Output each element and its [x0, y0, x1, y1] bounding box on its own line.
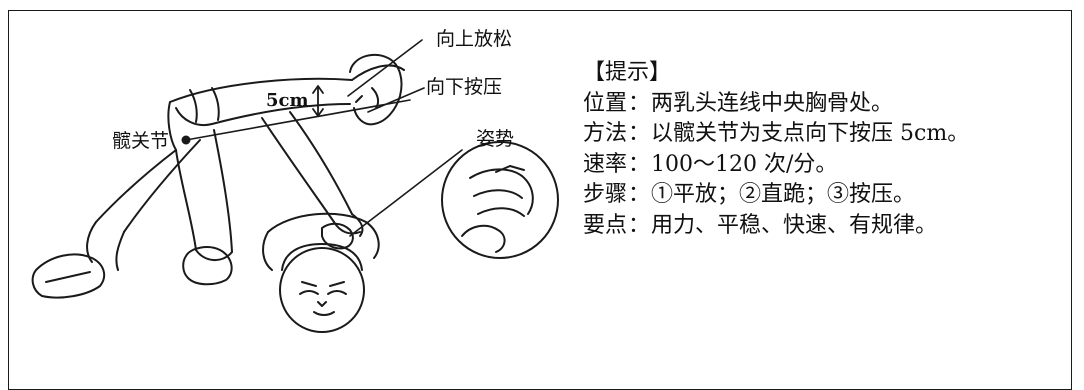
hip-leader: [185, 99, 411, 141]
hip-joint-label: 髋关节: [112, 130, 170, 152]
tips-row-rate: 速率：100～120 次/分。: [583, 150, 969, 181]
hand-posture-inset: [441, 141, 559, 259]
relax-up-label: 向上放松: [436, 28, 513, 50]
tips-heading: 【提示】: [583, 60, 672, 85]
tip-value: 以髋关节为支点向下按压 5cm。: [651, 121, 970, 146]
tip-key: 方法: [583, 121, 628, 146]
tip-sep: ：: [628, 121, 651, 146]
callout-lines: [185, 39, 463, 237]
patient-figure: [262, 212, 380, 333]
posture-label: 姿势: [476, 128, 515, 150]
tip-key: 要点: [583, 212, 628, 238]
tips-panel: 【提示】 位置：两乳头连线中央胸骨处。 方法：以髋关节为支点向下按压 5cm。 …: [583, 58, 969, 241]
tip-key: 速率: [583, 151, 628, 177]
tip-value: 两乳头连线中央胸骨处。: [651, 90, 894, 116]
relax-leader: [347, 39, 423, 97]
tips-row-keypoints: 要点：用力、平稳、快速、有规律。: [583, 211, 969, 242]
tip-value: 用力、平稳、快速、有规律。: [651, 212, 938, 238]
tip-value: ①平放；②直跪；③按压。: [651, 182, 916, 207]
depth-label: 5cm: [266, 90, 309, 111]
tip-key: 位置: [583, 90, 628, 116]
tips-row-steps: 步骤：①平放；②直跪；③按压。: [583, 180, 969, 211]
tip-sep: ：: [628, 151, 651, 177]
posture-leader: [349, 149, 463, 237]
tips-row-method: 方法：以髋关节为支点向下按压 5cm。: [583, 119, 969, 150]
tip-sep: ：: [628, 212, 651, 238]
press-down-label: 向下按压: [426, 76, 503, 98]
tip-value: 100～120 次/分。: [651, 151, 838, 177]
tip-sep: ：: [628, 90, 651, 116]
tip-key: 步骤: [583, 182, 628, 207]
rescuer-figure: [31, 53, 405, 299]
tip-sep: ：: [628, 182, 651, 207]
cpr-illustration: [31, 39, 559, 333]
tips-row-position: 位置：两乳头连线中央胸骨处。: [583, 89, 969, 120]
press-leader: [367, 87, 425, 113]
hip-joint-dot: [181, 135, 191, 145]
depth-arrow: [312, 85, 324, 117]
